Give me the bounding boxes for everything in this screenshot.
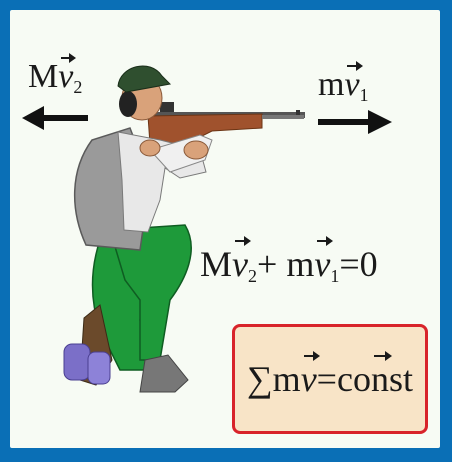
trigger-hand [139,139,161,157]
momentum-equation: Mv2+ mv1=0 [200,236,378,286]
knee-pad [63,343,111,385]
recoil-arrow [22,106,88,130]
bullet-momentum-label: mv1 [318,61,369,105]
hand [183,140,209,160]
shoe [139,354,189,393]
recoil-momentum-label: Mv2 [28,53,83,97]
cap [117,65,172,93]
rifle [147,102,305,149]
conservation-law-box: ∑mv=const [232,324,428,434]
ear-protector [119,91,137,117]
conservation-law-formula: ∑mv=const [247,351,413,399]
bullet-arrow [318,110,392,134]
